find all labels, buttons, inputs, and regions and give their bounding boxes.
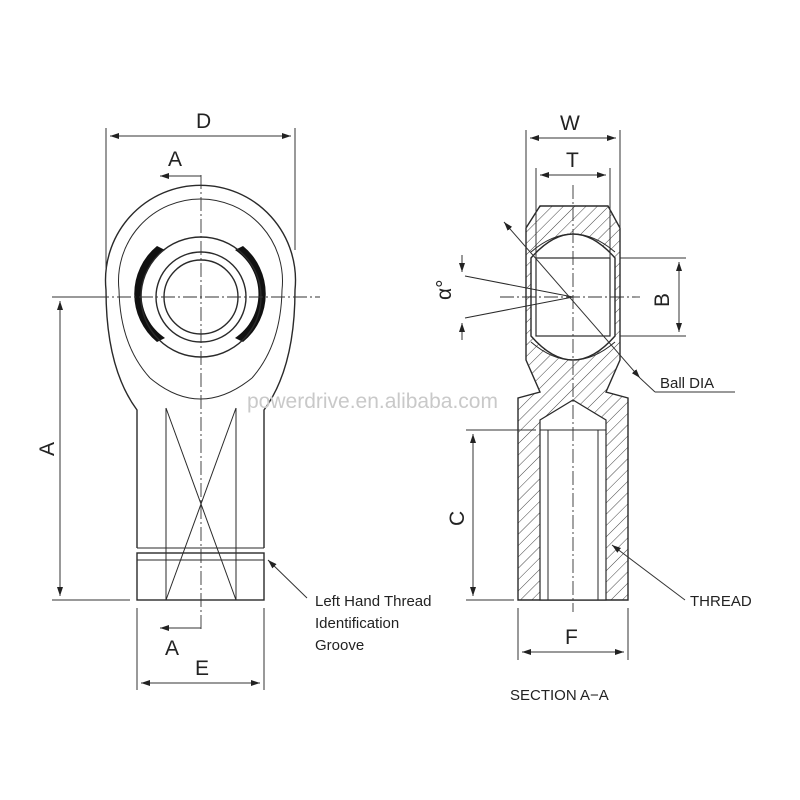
dim-label-a: A <box>36 442 59 456</box>
dim-label-w: W <box>560 112 580 135</box>
flat-diagonal-2 <box>165 407 237 601</box>
groove-note-line2: Identification <box>315 615 399 632</box>
ball-dia-leader <box>639 377 656 393</box>
ball-dia-label: Ball DIA <box>660 375 714 392</box>
watermark: powerdrive.en.alibaba.com <box>247 390 498 413</box>
thread-label: THREAD <box>690 593 752 610</box>
front-view: A A D A E Left Hand Thread Identificatio… <box>36 110 431 690</box>
groove-note-line1: Left Hand Thread <box>315 593 431 610</box>
liner-left <box>134 246 165 342</box>
angle-label: α° <box>433 279 456 300</box>
head-outline <box>104 184 297 548</box>
section-label-top: A <box>168 148 182 171</box>
dim-label-c: C <box>446 511 469 526</box>
groove-note-line3: Groove <box>315 637 364 654</box>
head-inner-contour <box>118 198 283 379</box>
dim-label-f: F <box>565 626 578 649</box>
thread-leader <box>611 544 686 601</box>
section-view: α° Ball DIA W T B C F THREAD <box>433 112 752 704</box>
ball-dia-line <box>503 221 641 379</box>
dim-label-e: E <box>195 657 209 680</box>
dim-label-b: B <box>651 293 674 307</box>
section-label-bottom: A <box>165 637 179 660</box>
dim-label-d: D <box>196 110 211 133</box>
groove-leader <box>267 559 308 599</box>
neck-curve <box>149 377 253 400</box>
section-caption: SECTION A−A <box>510 687 609 704</box>
threaded-end <box>136 552 265 601</box>
dim-label-t: T <box>566 149 579 172</box>
liner-right <box>235 246 266 342</box>
